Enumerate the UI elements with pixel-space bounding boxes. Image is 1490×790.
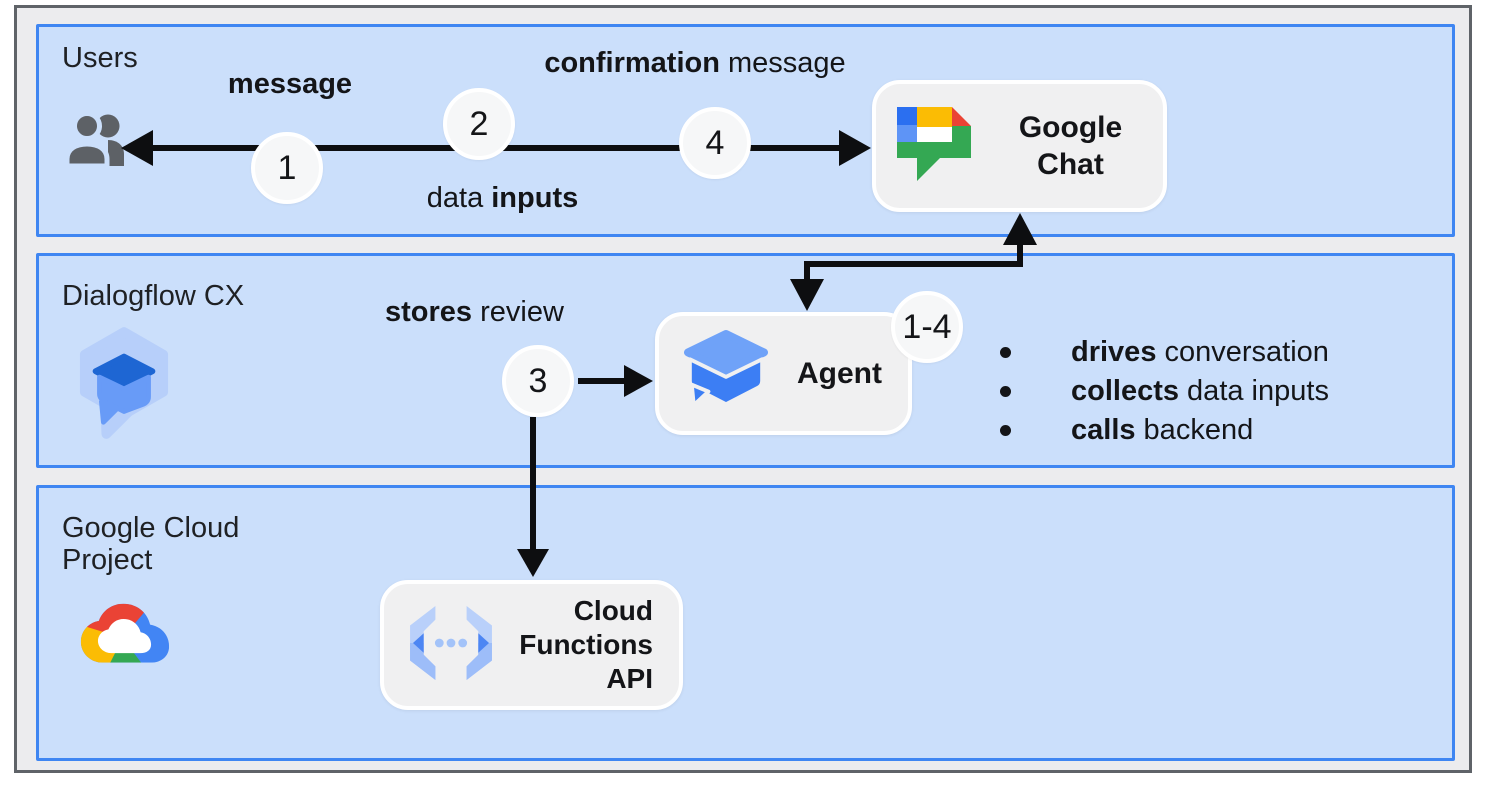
lane-users-label: Users <box>62 42 138 74</box>
google-chat-node: Google Chat <box>872 80 1167 212</box>
label-confirmation-message: confirmation message <box>520 47 870 80</box>
lane-dialogflow-label: Dialogflow CX <box>62 280 245 312</box>
google-cloud-icon <box>77 600 172 679</box>
agent-note-bold: drives <box>1071 336 1157 368</box>
label-data-bold: inputs <box>491 182 579 214</box>
label-message: message <box>227 68 353 100</box>
lane-gcp-label: Google Cloud Project <box>62 512 239 576</box>
google-chat-title: Google Chat <box>978 109 1163 183</box>
step-badge-1-4: 1-4 <box>891 291 963 363</box>
label-stores-review: stores review <box>385 296 564 329</box>
cloud-functions-icon <box>400 604 502 687</box>
cloud-functions-title-line3: API <box>606 663 653 694</box>
lane-gcp-label-line2: Project <box>62 544 153 576</box>
agent-note-drives: drives conversation <box>1000 333 1329 372</box>
bullet-dot <box>1000 386 1011 397</box>
bullet-dot <box>1000 425 1011 436</box>
label-data-inputs: data inputs <box>420 182 585 215</box>
cloud-functions-node: Cloud Functions API <box>380 580 683 710</box>
label-confirmation-bold: confirmation <box>544 47 720 79</box>
agent-note-text: collects data inputs <box>1071 375 1329 408</box>
dialogflow-cx-icon <box>77 324 171 449</box>
cloud-functions-title-line1: Cloud <box>573 595 653 626</box>
agent-note-bold: collects <box>1071 375 1179 407</box>
step-circle-4: 4 <box>679 107 751 179</box>
agent-note-collects: collects data inputs <box>1000 372 1329 411</box>
agent-notes-list: drives conversation collects data inputs… <box>1000 333 1329 450</box>
cloud-functions-title-line2: Functions <box>519 629 653 660</box>
label-stores-bold: stores <box>385 296 473 328</box>
label-data-pre: data <box>426 182 492 214</box>
step-circle-2: 2 <box>443 88 515 160</box>
label-confirmation-rest: message <box>719 47 846 79</box>
label-stores-rest: review <box>472 296 564 328</box>
agent-note-rest: conversation <box>1156 336 1329 368</box>
agent-note-rest: data inputs <box>1179 375 1329 407</box>
agent-note-text: drives conversation <box>1071 336 1329 369</box>
agent-note-bold: calls <box>1071 414 1136 446</box>
google-chat-title-line1: Google <box>1018 111 1123 144</box>
agent-node: Agent <box>655 312 912 435</box>
step-circle-1: 1 <box>251 132 323 204</box>
agent-icon <box>681 329 771 418</box>
users-icon <box>64 111 134 179</box>
step-circle-3: 3 <box>502 345 574 417</box>
agent-note-text: calls backend <box>1071 414 1253 447</box>
agent-title: Agent <box>797 357 882 390</box>
lane-google-cloud-project <box>36 485 1455 761</box>
agent-note-calls: calls backend <box>1000 411 1329 450</box>
bullet-dot <box>1000 347 1011 358</box>
agent-note-rest: backend <box>1135 414 1254 446</box>
google-chat-icon <box>890 100 978 193</box>
google-chat-title-line2: Chat <box>1037 148 1104 181</box>
cloud-functions-title: Cloud Functions API <box>502 594 679 696</box>
lane-gcp-label-line1: Google Cloud <box>62 512 240 544</box>
